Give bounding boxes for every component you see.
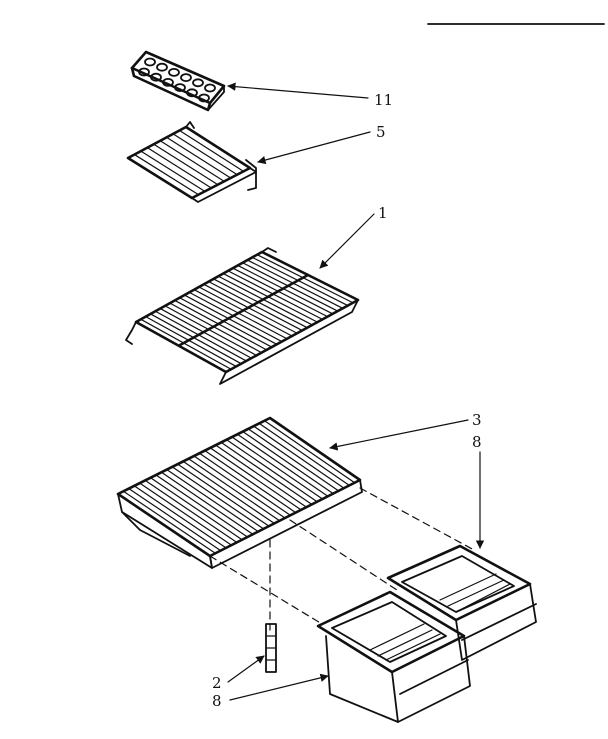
- shelf-wire: [169, 302, 263, 354]
- cover-wire: [177, 463, 270, 527]
- shelf-wire: [256, 254, 354, 304]
- callout-leader-8b: [229, 673, 329, 701]
- callout-leader-5: [257, 131, 371, 165]
- cover-wire: [160, 471, 254, 535]
- cover-wire: [204, 449, 297, 514]
- cover-wire: [198, 452, 291, 516]
- shelf-wire: [133, 153, 200, 196]
- shelf-wire: [166, 136, 232, 179]
- callout-leader-2: [227, 655, 265, 683]
- crisper-drawer-right: [386, 544, 537, 661]
- shelf-wire: [183, 294, 278, 345]
- alignment-lines: [209, 487, 475, 631]
- callout-5: 5: [376, 123, 386, 141]
- ice-tray: [130, 50, 226, 112]
- cover-wire: [209, 447, 302, 511]
- cover-wire: [171, 466, 265, 530]
- shelf-wire: [172, 133, 238, 176]
- cover-wire: [187, 458, 281, 522]
- callout-3: 3: [472, 411, 482, 429]
- main-shelf: [125, 247, 360, 385]
- cover-wire: [182, 460, 275, 525]
- cover-wire: [139, 482, 233, 546]
- cover-wire: [253, 425, 345, 489]
- shelf-wire: [242, 262, 339, 312]
- callout-leader-11: [227, 82, 369, 99]
- ice-cell: [144, 57, 156, 67]
- shelf-wire: [174, 299, 268, 351]
- shelf-wire: [153, 143, 219, 186]
- small-shelf: [126, 121, 257, 203]
- cover-wire: [215, 444, 308, 508]
- ice-cell: [150, 72, 162, 82]
- callout-8-right: 8: [472, 433, 482, 451]
- shelf-wire: [237, 264, 334, 315]
- cover-wire: [128, 487, 222, 552]
- shelf-wire: [251, 256, 349, 307]
- cover-wire: [149, 477, 243, 541]
- shelf-wire: [198, 286, 293, 337]
- cover-wire: [122, 490, 216, 554]
- ice-cell: [198, 93, 210, 103]
- shelf-wire: [179, 297, 273, 348]
- ice-cell: [162, 78, 174, 87]
- callout-leader-1: [319, 213, 375, 269]
- callout-8-left: 8: [212, 692, 222, 710]
- cover-wire: [225, 439, 318, 503]
- shelf-wire: [232, 267, 329, 318]
- shelf-wire: [212, 278, 308, 329]
- cover-wire: [144, 479, 238, 544]
- shelf-wire: [154, 310, 247, 362]
- shelf-wire: [145, 316, 237, 368]
- callout-1: 1: [378, 204, 388, 222]
- cover-wire: [133, 485, 227, 549]
- ice-cell: [138, 67, 150, 77]
- shelf-wire: [246, 259, 344, 309]
- crisper-drawer-left: [316, 590, 471, 723]
- shelf-wire: [159, 307, 252, 359]
- support-rod: [265, 623, 277, 673]
- shelf-wire: [208, 281, 303, 332]
- ice-cell: [180, 73, 192, 82]
- cover-wire: [193, 455, 286, 519]
- shelf-wire: [227, 270, 324, 320]
- cover-wire: [263, 420, 356, 484]
- ice-cell: [192, 78, 204, 88]
- cover-wire: [242, 430, 334, 495]
- cover-wire: [247, 428, 340, 492]
- shelf-wire: [146, 147, 212, 189]
- shelf-wire: [159, 140, 225, 182]
- cover-wire: [220, 441, 313, 506]
- ice-cell: [168, 68, 180, 77]
- ice-cell: [156, 62, 168, 72]
- shelf-wire: [178, 129, 245, 172]
- ice-cell: [204, 83, 216, 93]
- shelf-wire: [193, 289, 288, 340]
- shelf-wire: [149, 313, 242, 365]
- callout-leader-3: [329, 419, 469, 451]
- callout-11: 11: [374, 91, 393, 109]
- ice-cell: [186, 88, 198, 98]
- shelf-wire: [140, 150, 206, 192]
- shelf-wire: [203, 283, 298, 334]
- cover-wire: [155, 474, 249, 538]
- crisper-cover: [116, 416, 363, 569]
- shelf-wire: [222, 272, 318, 323]
- cover-wire: [166, 468, 259, 533]
- shelf-wire: [188, 291, 283, 343]
- shelf-wire: [164, 305, 258, 356]
- cover-wire: [231, 436, 324, 500]
- callout-2: 2: [212, 674, 222, 692]
- cover-wire: [258, 422, 350, 487]
- shelf-wire: [217, 275, 313, 326]
- ice-cell: [174, 83, 186, 92]
- shelf-wire: [140, 318, 232, 370]
- cover-wire: [236, 433, 329, 497]
